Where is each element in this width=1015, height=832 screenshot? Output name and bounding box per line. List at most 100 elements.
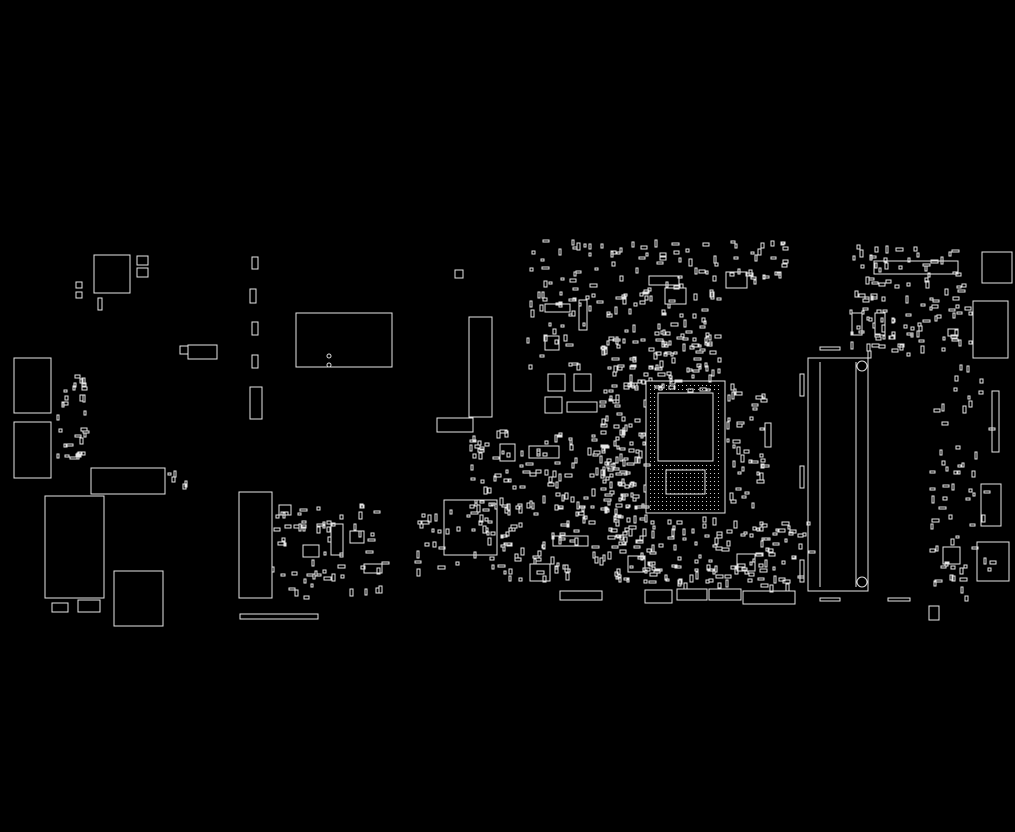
- smd-pad[interactable]: [555, 481, 559, 489]
- smd-pad[interactable]: [952, 271, 958, 275]
- smd-pad[interactable]: [931, 495, 935, 504]
- smd-pad[interactable]: [606, 462, 610, 469]
- smd-pad[interactable]: [628, 423, 633, 428]
- smd-pad[interactable]: [421, 513, 426, 518]
- smd-pad[interactable]: [522, 470, 531, 474]
- smd-pad[interactable]: [591, 438, 598, 442]
- smd-pad[interactable]: [469, 444, 473, 452]
- smd-pad[interactable]: [489, 556, 495, 561]
- smd-pad[interactable]: [685, 330, 693, 334]
- smd-pad[interactable]: [714, 262, 719, 267]
- smd-pad[interactable]: [949, 574, 954, 581]
- smd-pad[interactable]: [668, 375, 673, 379]
- smd-pad[interactable]: [968, 340, 973, 345]
- smd-pad[interactable]: [619, 549, 627, 554]
- smd-pad[interactable]: [961, 462, 965, 468]
- smd-pad[interactable]: [503, 478, 510, 483]
- smd-pad[interactable]: [569, 439, 573, 445]
- smd-pad[interactable]: [612, 371, 617, 377]
- smd-pad[interactable]: [543, 280, 548, 288]
- smd-pad[interactable]: [772, 532, 778, 536]
- smd-pad[interactable]: [638, 256, 646, 260]
- smd-pad[interactable]: [951, 249, 960, 253]
- header-strip[interactable]: [90, 467, 166, 495]
- smd-pad[interactable]: [414, 560, 422, 564]
- smd-pad[interactable]: [360, 565, 366, 570]
- smd-pad[interactable]: [891, 317, 895, 324]
- smd-pad[interactable]: [692, 313, 697, 319]
- smd-pad[interactable]: [929, 306, 933, 311]
- small-ic-u1[interactable]: [93, 254, 131, 294]
- smd-pad[interactable]: [349, 588, 354, 597]
- smd-pad[interactable]: [339, 552, 344, 558]
- smd-pad[interactable]: [547, 482, 555, 487]
- smd-pad[interactable]: [284, 524, 292, 529]
- smd-pad[interactable]: [416, 550, 420, 559]
- smd-pad[interactable]: [615, 336, 619, 345]
- smd-pad[interactable]: [693, 293, 698, 301]
- smd-pad[interactable]: [858, 293, 866, 298]
- smd-pad[interactable]: [605, 476, 610, 481]
- smd-pad[interactable]: [326, 526, 331, 533]
- smd-pad[interactable]: [882, 309, 888, 313]
- smd-pad[interactable]: [760, 463, 765, 469]
- smd-pad[interactable]: [635, 505, 643, 509]
- smd-pad[interactable]: [648, 377, 653, 382]
- smd-pad[interactable]: [698, 554, 702, 559]
- smd-pad[interactable]: [588, 305, 592, 312]
- smd-pad[interactable]: [670, 322, 679, 327]
- smd-pad[interactable]: [619, 534, 624, 541]
- smd-pad[interactable]: [619, 429, 624, 436]
- smd-v2[interactable]: [249, 288, 257, 304]
- smd-pad[interactable]: [673, 285, 680, 290]
- smd-pad[interactable]: [781, 560, 786, 565]
- smd-pad[interactable]: [551, 532, 555, 540]
- smd-pad[interactable]: [367, 538, 376, 542]
- smd-pad[interactable]: [709, 350, 717, 355]
- smd-pad[interactable]: [600, 444, 609, 448]
- smd-pad[interactable]: [649, 572, 658, 577]
- smd-pad[interactable]: [421, 520, 430, 525]
- smd-pad[interactable]: [607, 468, 614, 472]
- smd-pad[interactable]: [81, 386, 88, 391]
- smd-pad[interactable]: [517, 503, 523, 507]
- smd-pad[interactable]: [715, 546, 723, 551]
- smd-pad[interactable]: [929, 297, 934, 301]
- smd-pad[interactable]: [701, 308, 709, 312]
- smd-pad[interactable]: [906, 282, 911, 287]
- smd-pad[interactable]: [981, 514, 986, 523]
- chip-u18[interactable]: [644, 589, 673, 604]
- smd-pad[interactable]: [364, 588, 368, 596]
- smd-pad[interactable]: [635, 267, 639, 274]
- smd-pad[interactable]: [878, 267, 882, 273]
- smd-pad[interactable]: [671, 242, 680, 246]
- smd-pad[interactable]: [470, 477, 476, 481]
- smd-pad[interactable]: [628, 308, 632, 315]
- smd-pad[interactable]: [564, 473, 573, 478]
- smd-pad[interactable]: [677, 556, 682, 561]
- smd-pad[interactable]: [711, 369, 715, 377]
- qfn-ic-u4[interactable]: [443, 499, 498, 556]
- smd-pad[interactable]: [69, 456, 78, 460]
- smd-pad[interactable]: [281, 537, 286, 542]
- smd-pad[interactable]: [609, 395, 613, 401]
- smd-pad[interactable]: [682, 528, 686, 536]
- smd-pad[interactable]: [712, 544, 718, 548]
- smd-pad[interactable]: [514, 553, 519, 559]
- smd-pad[interactable]: [760, 458, 766, 463]
- smd-pad[interactable]: [550, 556, 555, 565]
- smd-pad[interactable]: [717, 582, 722, 589]
- smd-pad[interactable]: [594, 556, 599, 564]
- smd-pad[interactable]: [741, 567, 748, 571]
- smd-pad[interactable]: [940, 256, 944, 265]
- smd-pad[interactable]: [888, 335, 896, 340]
- smd-pad[interactable]: [802, 532, 807, 537]
- smd-pad[interactable]: [741, 495, 747, 499]
- smd-pad[interactable]: [913, 246, 918, 252]
- smd-pad[interactable]: [674, 565, 682, 569]
- smd-pad[interactable]: [602, 479, 607, 484]
- smd-pad[interactable]: [559, 532, 566, 536]
- smd-pad[interactable]: [291, 571, 298, 576]
- smd-pad[interactable]: [358, 530, 362, 538]
- smd-pad[interactable]: [514, 557, 522, 562]
